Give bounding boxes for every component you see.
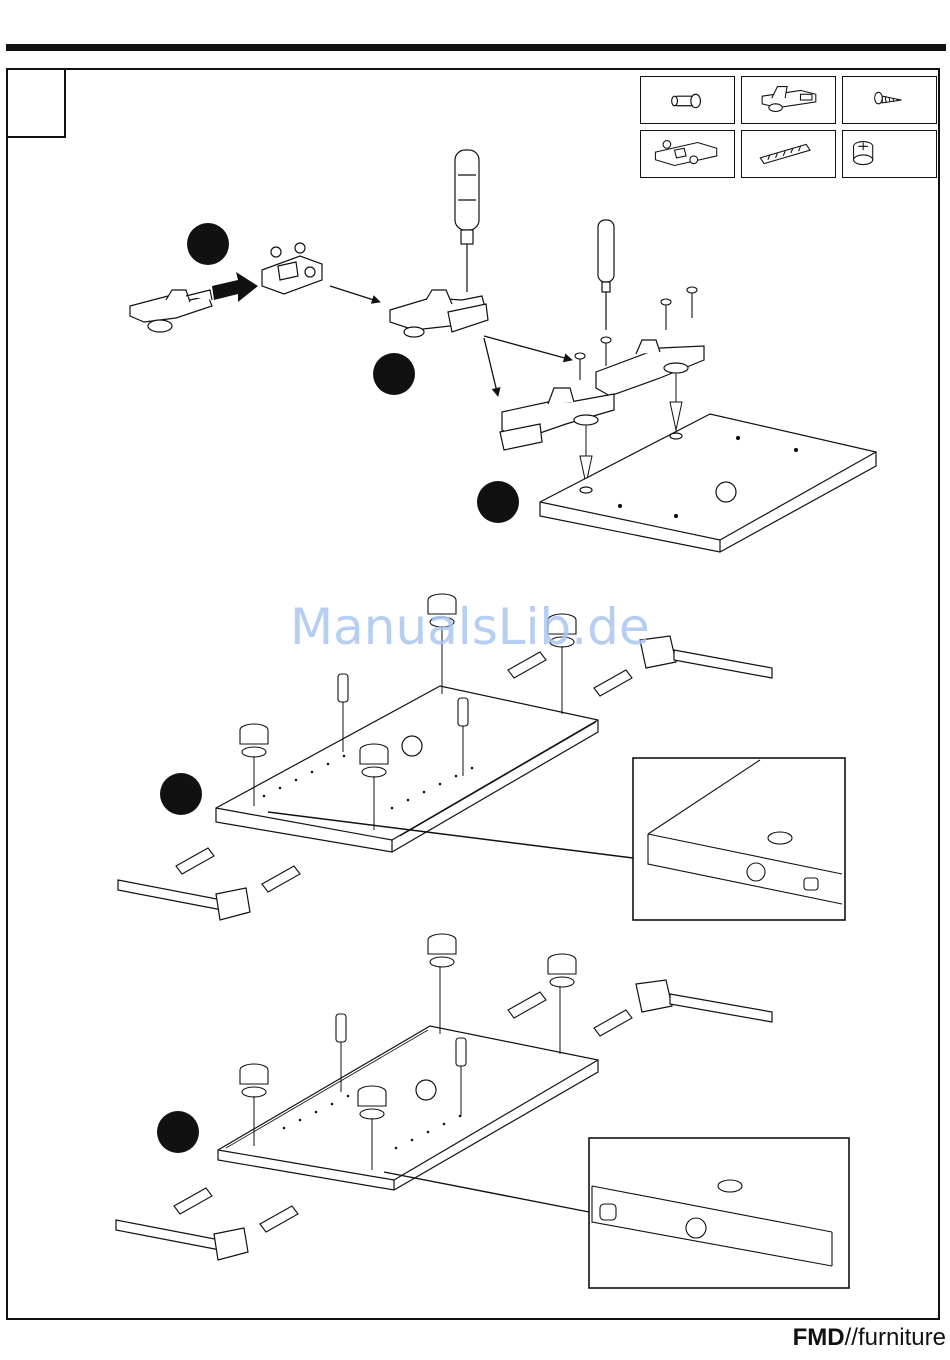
detail-callout-bottom — [589, 1138, 849, 1288]
panel-bottom — [218, 1026, 598, 1190]
insertion-arrow — [212, 272, 258, 302]
hinge-plate-part — [262, 243, 322, 294]
detail-callout-middle — [633, 758, 845, 920]
screwdriver-1 — [455, 150, 479, 292]
hinge-cup-part — [130, 290, 212, 332]
assembled-hinge — [390, 290, 488, 337]
hinge-left-mounted — [500, 388, 614, 450]
brand-bold: FMD — [793, 1324, 845, 1351]
brand-word: furniture — [858, 1324, 946, 1351]
hammer-bottom-right — [636, 980, 772, 1022]
sub-step-marker-4 — [160, 773, 202, 815]
hinge-right-mounted — [596, 340, 704, 396]
screwdriver-2 — [598, 220, 614, 330]
brand-logo: FMD//furniture — [793, 1324, 946, 1352]
watermark: ManualsLib.de — [290, 598, 650, 656]
door-panel — [540, 414, 876, 552]
brand-separator: // — [845, 1324, 858, 1351]
sub-step-marker-5 — [157, 1111, 199, 1153]
hammer-bottom-left — [116, 1220, 248, 1260]
panel-middle — [216, 686, 598, 852]
sub-step-marker-2 — [373, 353, 415, 395]
hammer-middle-left — [118, 880, 250, 920]
sub-step-marker-3 — [477, 481, 519, 523]
sub-step-marker-1 — [187, 223, 229, 265]
hammer-middle-right — [640, 636, 772, 678]
